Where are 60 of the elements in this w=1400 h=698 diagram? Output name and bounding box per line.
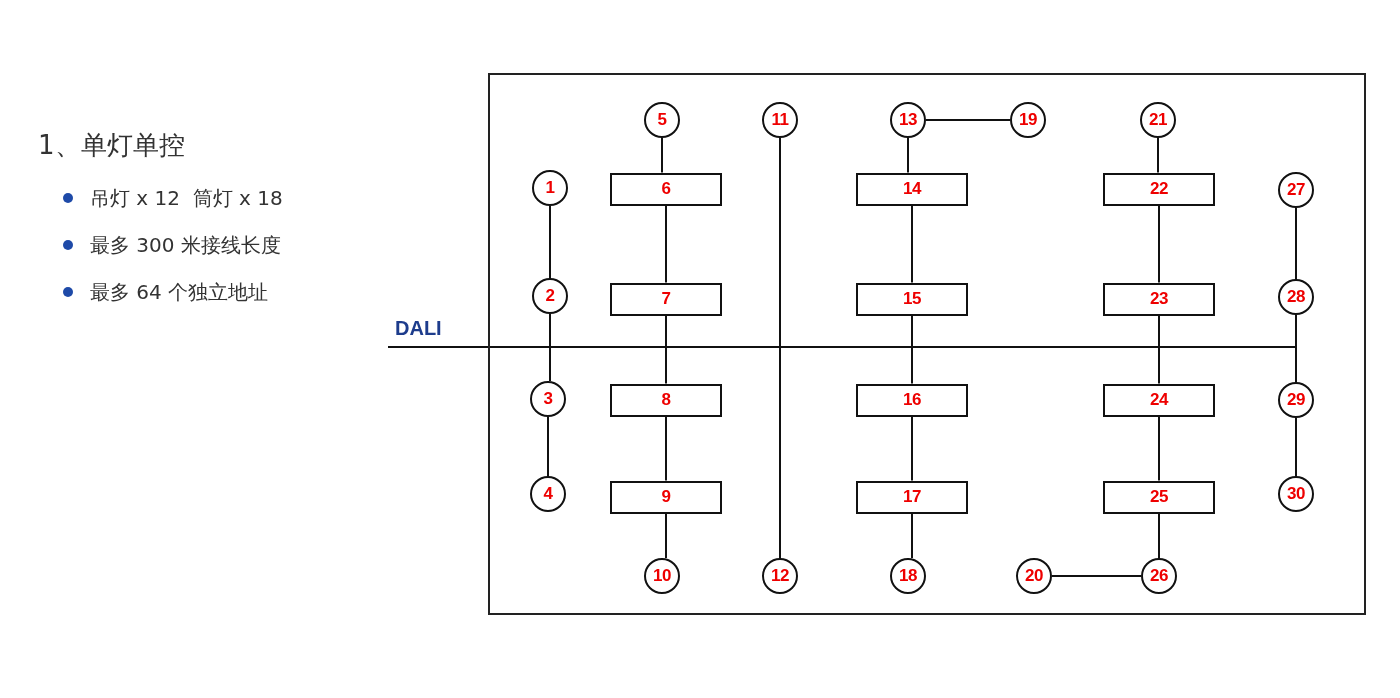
bus-label: DALI — [395, 316, 442, 340]
connector-line — [1295, 417, 1297, 477]
numbered-box: 16 — [856, 383, 968, 417]
numbered-circle: 4 — [530, 476, 566, 512]
connector-line — [1158, 415, 1160, 482]
numbered-box: 23 — [1103, 282, 1215, 316]
numbered-box: 7 — [610, 282, 722, 316]
connector-line — [907, 137, 909, 174]
numbered-box: 24 — [1103, 383, 1215, 417]
numbered-circle: 20 — [1016, 558, 1052, 594]
numbered-circle: 28 — [1278, 279, 1314, 315]
connector-line — [911, 512, 913, 559]
frame-box — [488, 73, 1366, 615]
connector-line — [1158, 314, 1160, 385]
list-item: 最多 300 米接线长度 — [90, 232, 281, 259]
list-item: 最多 64 个独立地址 — [90, 279, 269, 306]
numbered-circle: 18 — [890, 558, 926, 594]
numbered-box: 8 — [610, 383, 722, 417]
numbered-circle: 19 — [1010, 102, 1046, 138]
numbered-circle: 26 — [1141, 558, 1177, 594]
numbered-circle: 5 — [644, 102, 680, 138]
numbered-box: 6 — [610, 172, 722, 206]
numbered-circle: 2 — [532, 278, 568, 314]
numbered-box: 14 — [856, 172, 968, 206]
numbered-box: 15 — [856, 282, 968, 316]
numbered-circle: 10 — [644, 558, 680, 594]
connector-line — [547, 416, 549, 477]
numbered-box: 22 — [1103, 172, 1215, 206]
heading: 1、单灯单控 — [38, 129, 185, 162]
numbered-circle: 1 — [532, 170, 568, 206]
numbered-box: 25 — [1103, 480, 1215, 514]
list-item: 吊灯 x 12 筒灯 x 18 — [90, 185, 283, 212]
numbered-circle: 27 — [1278, 172, 1314, 208]
connector-line — [665, 512, 667, 559]
connector-line — [665, 314, 667, 385]
connector-line — [1295, 314, 1297, 383]
numbered-circle: 30 — [1278, 476, 1314, 512]
connector-line — [1295, 207, 1297, 280]
connector-line — [665, 204, 667, 284]
numbered-box: 9 — [610, 480, 722, 514]
numbered-circle: 29 — [1278, 382, 1314, 418]
numbered-circle: 11 — [762, 102, 798, 138]
numbered-circle: 12 — [762, 558, 798, 594]
connector-line — [911, 415, 913, 482]
connector-line — [549, 313, 551, 382]
numbered-circle: 3 — [530, 381, 566, 417]
connector-line — [911, 314, 913, 385]
connector-line — [549, 205, 551, 279]
connector-line — [1157, 137, 1159, 174]
connector-line — [911, 204, 913, 284]
connector-line — [779, 137, 781, 559]
numbered-circle: 13 — [890, 102, 926, 138]
connector-line — [665, 415, 667, 482]
numbered-box: 17 — [856, 480, 968, 514]
numbered-circle: 21 — [1140, 102, 1176, 138]
connector-line — [1158, 512, 1160, 559]
connector-line — [925, 119, 1011, 121]
connector-line — [1158, 204, 1160, 284]
connector-line — [1051, 575, 1142, 577]
connector-line — [661, 137, 663, 174]
